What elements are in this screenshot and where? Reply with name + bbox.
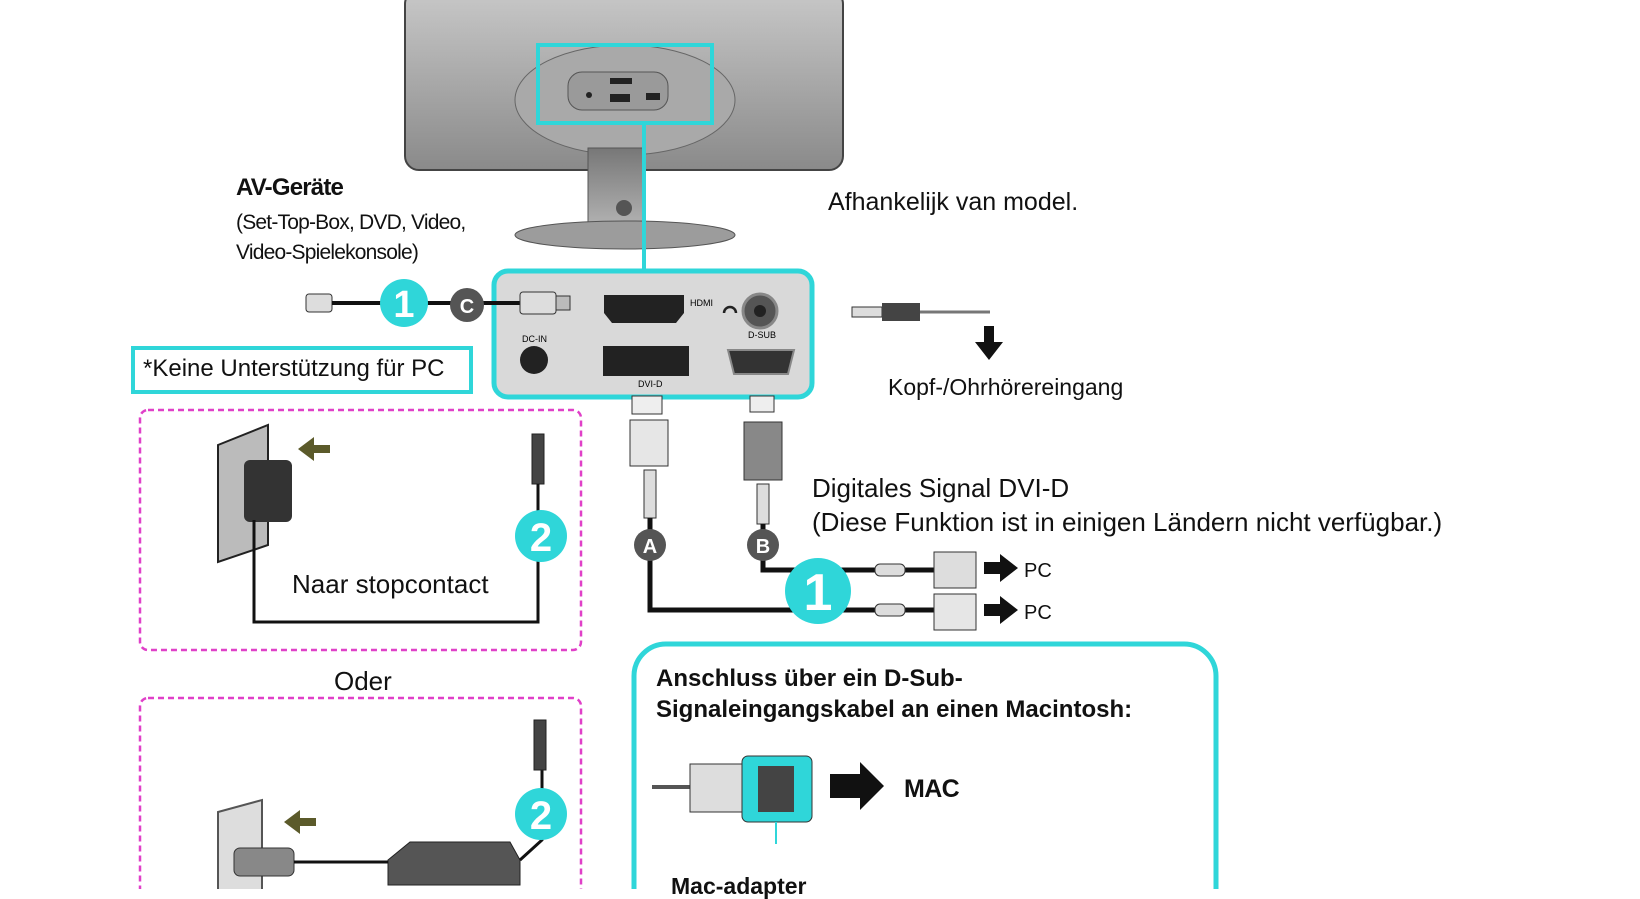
dc-in-port-label: DC-IN [522,334,547,344]
mac-connection-title: Anschluss über ein D-Sub-Signaleingangsk… [656,665,1133,723]
or-label: Oder [334,666,392,696]
wall-outlet-icon [217,798,295,889]
power-cable-1 [252,484,540,624]
plug-direction-arrow-icon [298,437,330,461]
power-option-box-1 [138,408,583,652]
marker-c-label: C [460,296,474,318]
marker-c [450,288,484,322]
marker-a-label: A [643,536,657,558]
arrow-right-icon-pc-top [984,554,1018,582]
port-panel [491,268,815,400]
dc-plug-icon [531,433,545,485]
step-2-label-2: 2 [530,794,552,838]
model-note: Afhankelijk van model. [828,188,1079,216]
step-2-label-1: 2 [530,516,552,560]
port-highlight-box [536,43,714,125]
digital-signal-note: (Diese Funktion ist in einigen Ländern n… [812,507,1443,537]
hdmi-cable [305,291,571,315]
mac-adapter-icon [652,755,813,844]
marker-a [634,529,666,561]
mac-adapter-label: Mac-adapter [671,873,807,899]
av-devices-title: AV-Geräte [236,174,344,201]
pc-connector-top [874,551,977,589]
headphone-label: Kopf-/Ohrhörereingang [888,374,1124,400]
arrow-right-icon-pc-bottom [984,596,1018,624]
step-1-marker-hdmi [380,279,428,327]
mac-target-label: MAC [904,775,960,803]
mac-arrow-icon [830,762,884,810]
step-2-marker-1 [515,510,567,562]
power-option-box-2 [138,696,583,889]
monitor-stand [514,147,736,250]
pc-target-label-bottom: PC [1024,602,1052,624]
dc-plug-icon-2 [533,719,547,771]
mac-info-box [631,641,1219,889]
headphone-cable [851,303,990,321]
digital-signal-title: Digitales Signal DVI-D [812,473,1070,503]
step-2-marker-2 [515,788,567,840]
pc-not-supported-note: *Keine Unterstützung für PC [131,346,473,394]
step-1-label-hdmi: 1 [393,284,414,326]
marker-b [747,529,779,561]
pc-connector-bottom [874,593,977,631]
monitor-back [404,0,844,171]
pc-target-label-top: PC [1024,560,1052,582]
dvid-port-label: DVI-D [638,379,663,389]
outlet-label: Naar stopcontact [292,569,489,599]
dsub-port-label: D-SUB [748,330,776,340]
hdmi-port-label: HDMI [690,298,713,308]
av-devices-subtitle: (Set-Top-Box, DVD, Video, Video-Spieleko… [236,211,466,264]
step-1-marker-pc [785,558,851,624]
marker-b-label: B [756,536,770,558]
plug-direction-arrow-icon-2 [284,810,316,834]
power-brick-icon [387,841,521,886]
down-arrow-icon [975,326,1003,360]
step-1-label-pc: 1 [804,564,833,622]
